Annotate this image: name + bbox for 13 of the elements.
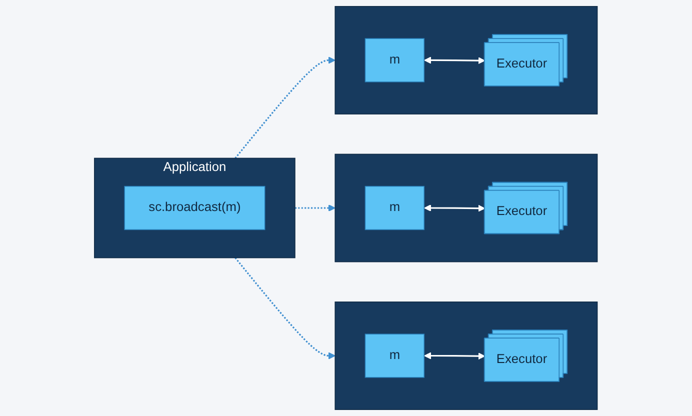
arrow — [424, 56, 486, 64]
node-box: m — [364, 186, 425, 230]
node-box: m — [364, 334, 425, 378]
arrow — [424, 352, 486, 360]
arrow — [295, 204, 336, 212]
arrow — [234, 56, 336, 159]
cluster — [334, 6, 598, 114]
arrow — [234, 257, 336, 360]
arrow — [424, 204, 486, 212]
node-box: sc.broadcast(m) — [124, 186, 266, 230]
cluster — [334, 154, 598, 262]
node-box: m — [364, 38, 425, 82]
cluster — [334, 302, 598, 410]
